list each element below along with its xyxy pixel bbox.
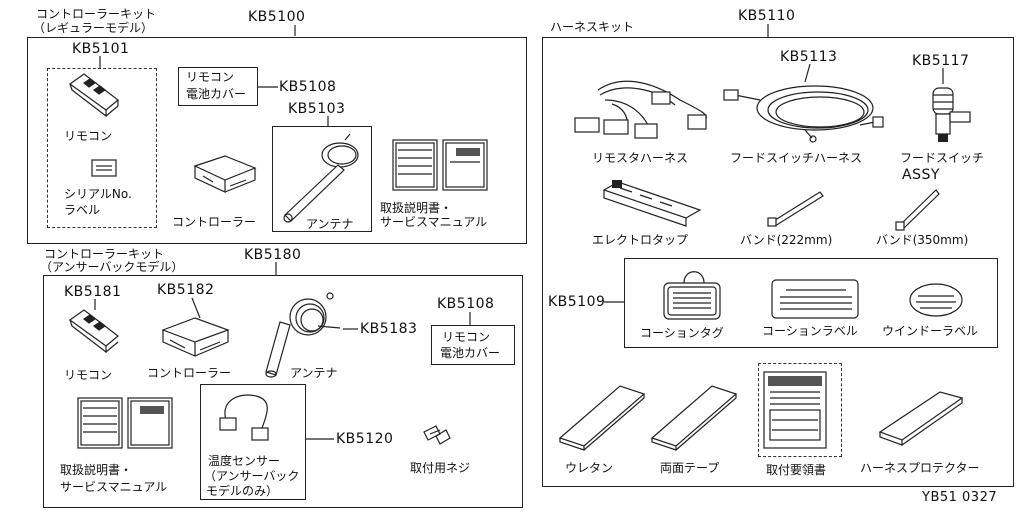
temp-sensor-frame [200,384,306,500]
double-tape-illustration [650,385,738,451]
leader-kb5113 [804,63,811,83]
remote-label-top: リモコン [64,129,113,143]
manual-top-line1: 取扱説明書・ [380,201,453,215]
harness-kit-title: ハーネスキット [550,20,635,34]
remote-starter-harness-illustration [574,80,707,139]
band-350-label: バンド(350mm) [876,233,969,247]
answerback-kit-title-line2: （アンサーバックモデル） [40,260,184,274]
manual-illustration-top [392,139,488,191]
battery-cover-top-line2: 電池カバー [186,87,247,101]
band-222-label: バンド(222mm) [740,233,833,247]
diagram-code: YB51 0327 [922,490,998,505]
install-guide-illustration [763,371,827,449]
hood-switch-illustration [932,87,971,142]
answerback-kit-title-line1: コントローラーキット [44,247,165,261]
kb5182-part-number: KB5182 [157,282,215,298]
regular-kit-title-line2: （レギュラーモデル） [33,21,154,35]
caution-tag-illustration [663,271,721,320]
remote-starter-harness-label: リモスタハーネス [592,151,689,165]
install-guide-frame [758,363,842,457]
urethane-illustration [558,385,646,451]
caution-label-label: コーションラベル [762,324,858,338]
kb5108-bottom-part-number: KB5108 [437,296,495,312]
regular-kit-title-line1: コントローラーキット [36,7,157,21]
caution-tag-label: コーションタグ [640,326,724,340]
kb5183-part-number: KB5183 [360,321,418,337]
kb5181-part-number: KB5181 [64,284,122,300]
antenna-label-bottom: アンテナ [290,366,338,380]
antenna-illustration-bottom [265,292,341,378]
window-label-illustration [909,283,963,317]
kb5108-top-part-number: KB5108 [279,79,337,95]
serial-label-line1: シリアルNo. [64,187,132,201]
controller-label-top: コントローラー [172,215,257,229]
remote-illustration-bottom [68,309,119,354]
battery-cover-top-frame [178,67,258,106]
electro-tap-illustration [602,180,702,227]
band-222-illustration [767,191,824,227]
controller-illustration-bottom [161,317,230,357]
kb5103-part-number: KB5103 [288,101,346,117]
hood-switch-harness-label: フードスイッチハーネス [730,151,863,165]
manual-top-line2: サービスマニュアル [380,215,488,229]
manual-illustration-bottom [77,397,173,449]
hood-switch-label-line2: ASSY [902,167,940,183]
kb5120-part-number: KB5120 [336,431,394,447]
harness-protector-label: ハーネスプロテクター [860,461,980,475]
temp-sensor-illustration [219,394,269,441]
urethane-label: ウレタン [565,461,614,475]
temp-sensor-line1: 温度センサー [208,454,281,468]
kb5101-part-number: KB5101 [72,41,130,57]
temp-sensor-line3: モデルのみ） [206,484,279,498]
antenna-top-frame [272,126,372,232]
leader-kb5182 [191,297,201,319]
manual-bottom-line1: 取扱説明書・ [60,463,133,477]
kb5109-frame [624,258,998,348]
serial-label-illustration [91,159,117,177]
kb5117-part-number: KB5117 [912,53,970,69]
controller-label-bottom: コントローラー [147,366,232,380]
battery-cover-top-line1: リモコン [186,70,235,84]
remote-illustration-top [68,73,119,118]
regular-kit-frame [27,37,527,244]
controller-illustration-top [193,155,257,193]
battery-cover-bottom-frame [431,325,515,365]
screw-label: 取付用ネジ [410,461,471,475]
double-tape-label: 両面テープ [660,461,720,475]
kb5100-part-number: KB5100 [248,9,306,25]
screw-illustration [423,425,451,445]
temp-sensor-line2: （アンサーバック [204,469,300,483]
kb5101-group-frame [47,68,157,228]
battery-cover-bottom-line1: リモコン [442,330,491,344]
antenna-illustration-top [283,133,359,223]
antenna-label-top: アンテナ [306,217,354,231]
caution-label-illustration [771,279,859,319]
band-350-illustration [895,189,940,231]
kb5110-part-number: KB5110 [738,8,796,24]
kb5180-part-number: KB5180 [244,247,302,263]
harness-kit-frame [542,37,1014,487]
answerback-kit-frame [43,275,523,508]
electro-tap-label: エレクトロタップ [592,233,689,247]
hood-switch-harness-illustration [723,85,884,143]
install-guide-label: 取付要領書 [766,463,827,477]
harness-protector-illustration [878,391,964,446]
battery-cover-bottom-line2: 電池カバー [440,346,501,360]
kb5113-part-number: KB5113 [780,49,838,65]
window-label-label: ウインドーラベル [882,324,979,338]
hood-switch-label-line1: フードスイッチ [900,151,985,165]
serial-label-line2: ラベル [64,203,101,217]
kb5109-part-number: KB5109 [548,294,606,310]
manual-bottom-line2: サービスマニュアル [60,480,168,494]
remote-label-bottom: リモコン [64,368,113,382]
